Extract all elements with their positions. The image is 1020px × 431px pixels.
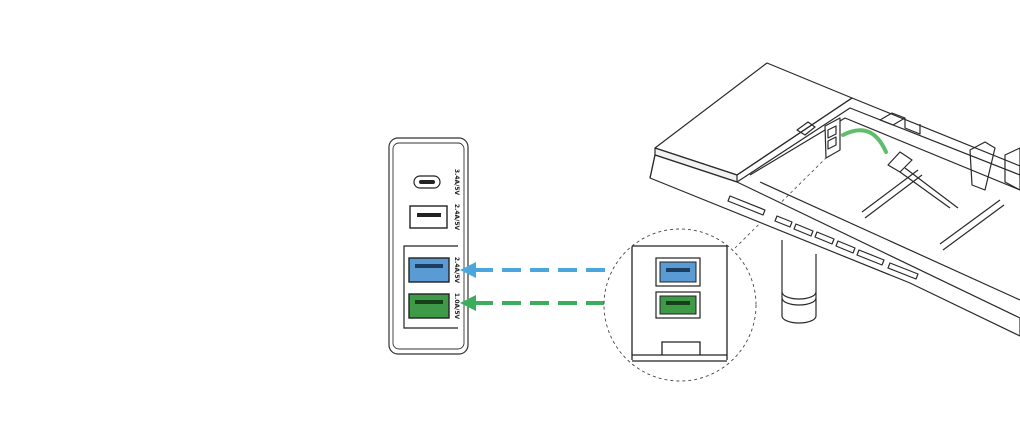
usb-a-port-white-label: 2.4A/5V [453, 204, 460, 231]
usb-a-port-blue-label: 2.4A/5V [453, 257, 460, 284]
zoom-usb-port-green [656, 292, 700, 318]
usb-hub-panel: 3.4A/5V 2.4A/5V 2.4A/5V 1.0A/5V [389, 138, 468, 354]
usb-a-port-green-label: 1.0A/5V [453, 293, 460, 320]
usb-c-port-label: 3.4A/5V [453, 169, 460, 196]
usb-c-port [414, 176, 440, 188]
usb-a-port-green [409, 294, 449, 318]
zoom-usb-port-blue [656, 258, 700, 286]
usb-a-port-blue [409, 258, 449, 282]
usb-a-port-white [410, 206, 447, 228]
cable-routing-arc [843, 130, 886, 152]
